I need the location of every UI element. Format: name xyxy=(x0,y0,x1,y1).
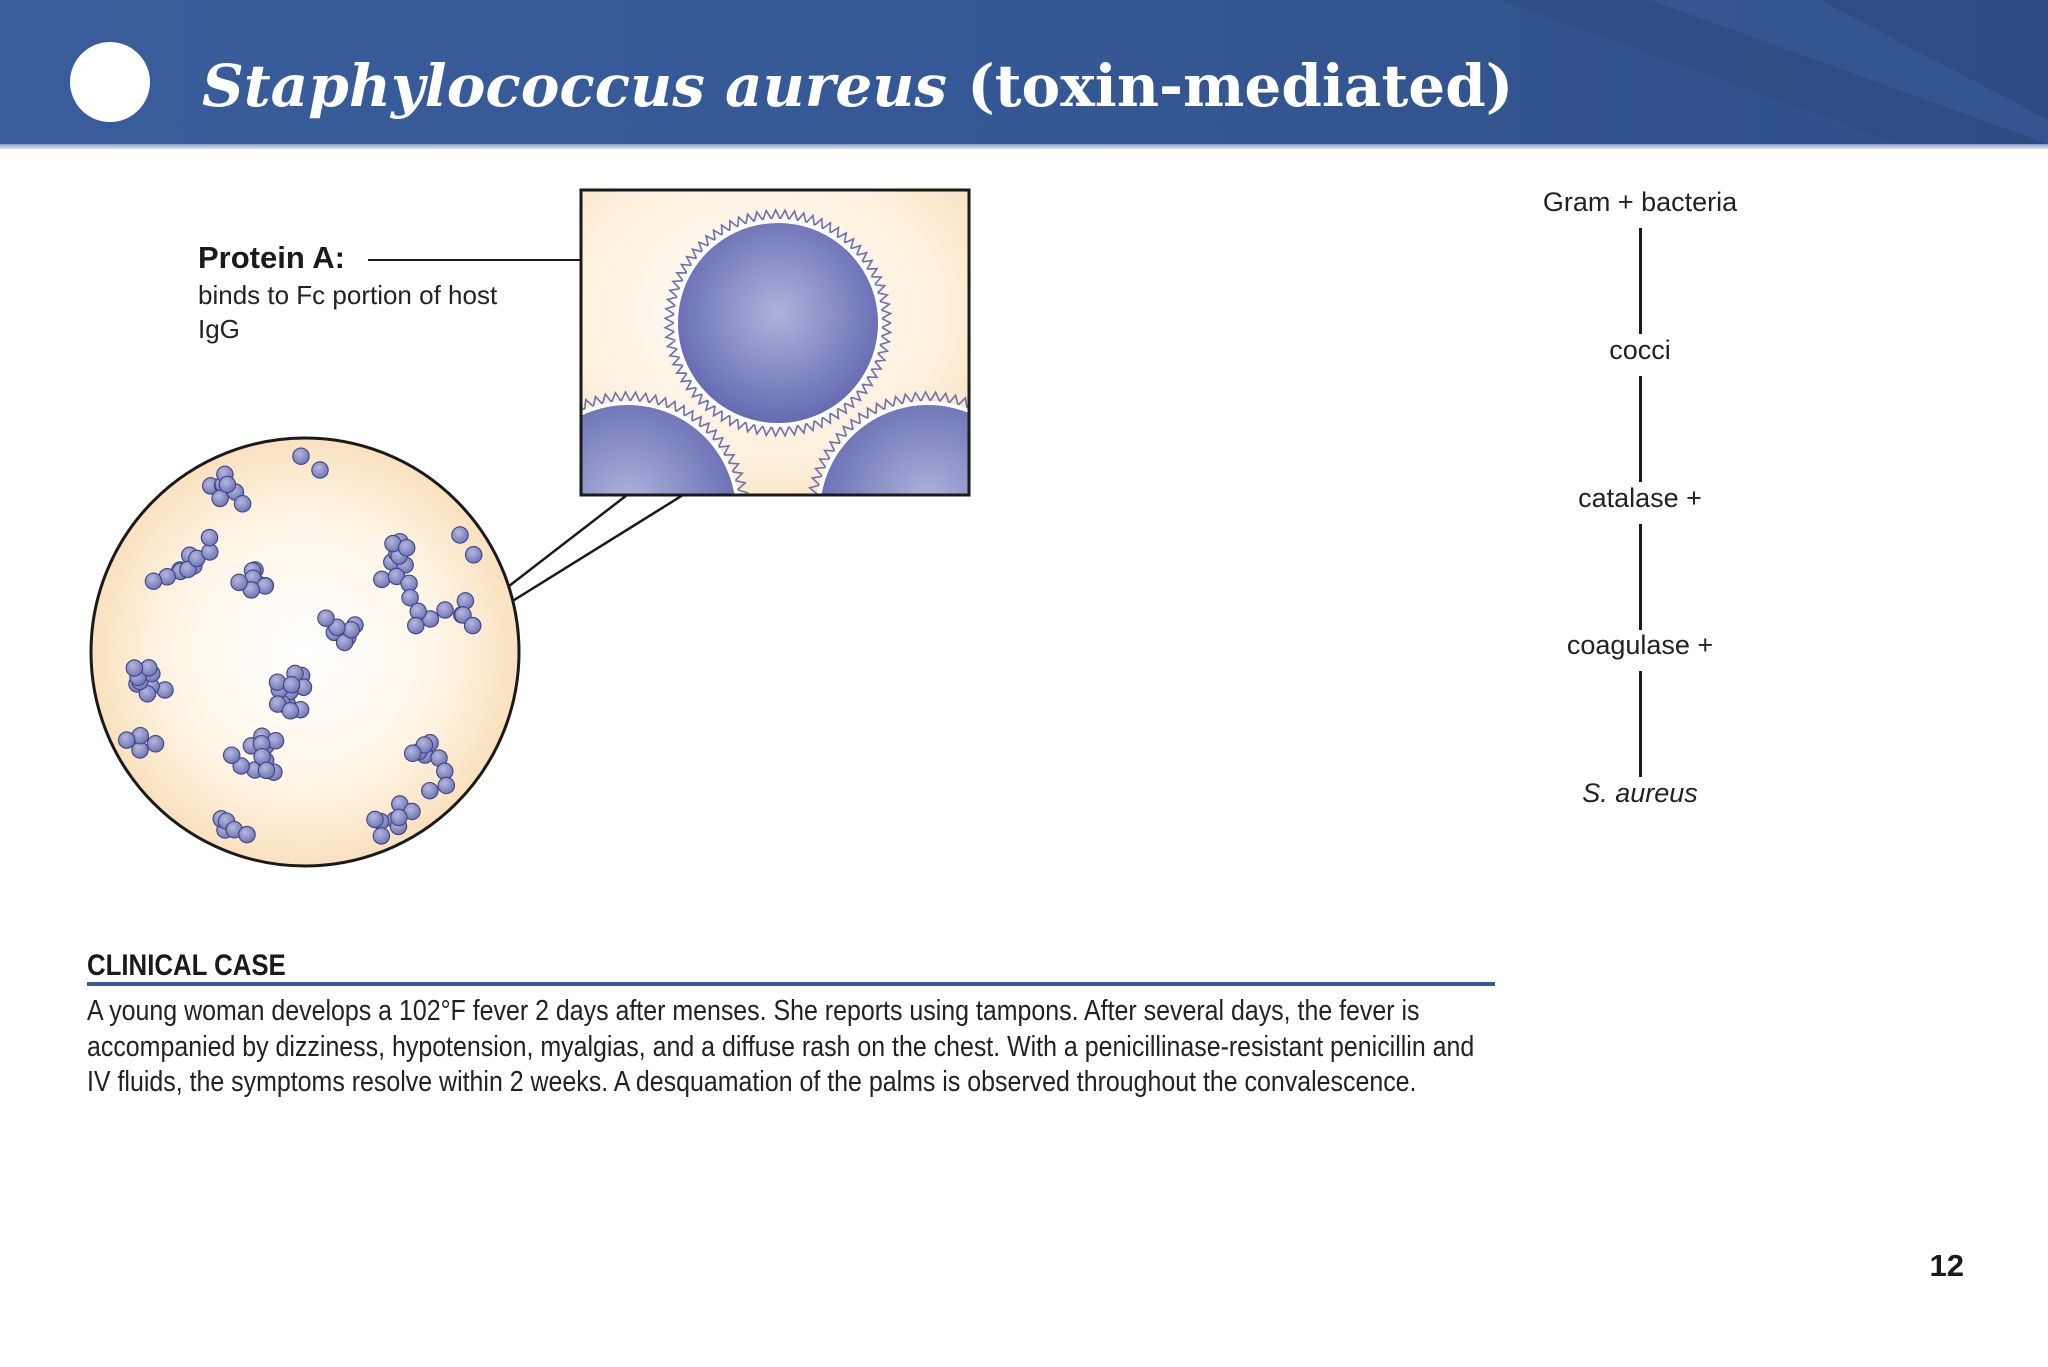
coccus xyxy=(409,602,427,621)
coccus xyxy=(233,495,252,513)
identification-flowchart: Gram + bacteria cocci catalase + coagula… xyxy=(1490,182,1790,822)
coccus xyxy=(144,572,163,590)
flow-step-gram: Gram + bacteria xyxy=(1542,187,1738,217)
cocci-cluster-icon xyxy=(89,436,521,868)
page-title-organism: Staphylococcus aureus xyxy=(202,52,948,120)
cocci-magnified-icon xyxy=(579,188,971,497)
header-banner: Staphylococcus aureus (toxin-mediated) xyxy=(0,0,2048,144)
coccus xyxy=(397,539,416,557)
coccus xyxy=(401,588,419,607)
coccus xyxy=(257,761,276,780)
coccus xyxy=(117,731,136,749)
coccus xyxy=(366,810,384,829)
coccus xyxy=(282,676,301,694)
magnified-cell xyxy=(581,390,750,495)
coccus xyxy=(437,776,456,795)
coccus xyxy=(281,702,300,720)
coccus xyxy=(211,489,229,508)
coccus xyxy=(463,616,482,635)
coccus xyxy=(266,732,285,750)
flow-connector xyxy=(1639,376,1642,482)
page-number: 12 xyxy=(1929,1248,1964,1283)
magnified-cell xyxy=(663,208,893,438)
flow-step-coagulase: coagulase + xyxy=(1566,630,1714,660)
flow-step-morphology: cocci xyxy=(1609,335,1671,365)
coccus xyxy=(403,744,422,763)
flow-connector xyxy=(1639,671,1642,777)
coccus xyxy=(373,570,391,589)
zoom-line-lower xyxy=(481,493,684,622)
coccus xyxy=(125,659,144,677)
flow-step-organism: S. aureus xyxy=(1582,778,1698,808)
flow-connector xyxy=(1639,524,1642,630)
coccus xyxy=(218,475,237,494)
coccus xyxy=(436,601,454,619)
coccus xyxy=(230,573,248,592)
magnified-cell xyxy=(807,390,969,495)
coccus xyxy=(268,673,287,691)
protein-a-title: Protein A: xyxy=(198,240,345,275)
coccus xyxy=(342,621,360,639)
page-title-qualifier: (toxin-mediated) xyxy=(947,52,1514,120)
coccus xyxy=(222,746,241,764)
page-title: Staphylococcus aureus (toxin-mediated) xyxy=(202,46,1513,126)
clinical-case-divider xyxy=(87,982,1495,986)
coccus xyxy=(200,528,219,547)
coccus xyxy=(146,735,165,753)
banner-decoration xyxy=(1500,0,2048,144)
clinical-case-heading: CLINICAL CASE xyxy=(87,949,286,982)
coccus xyxy=(292,447,310,465)
white-circle-icon xyxy=(70,42,150,122)
banner-underline xyxy=(0,144,2048,149)
coccus xyxy=(421,781,439,800)
coccus xyxy=(238,825,256,844)
coccus xyxy=(372,827,391,845)
flow-connector xyxy=(1639,228,1642,334)
coccus xyxy=(390,808,408,827)
coccus xyxy=(451,526,469,544)
protein-a-description: binds to Fc portion of host IgG xyxy=(198,280,498,344)
coccus xyxy=(317,609,335,627)
coccus xyxy=(311,461,329,479)
flow-step-catalase: catalase + xyxy=(1578,483,1702,513)
coccus xyxy=(464,546,483,564)
coccus xyxy=(407,616,425,635)
clinical-case-text: A young woman develops a 102°F fever 2 d… xyxy=(87,995,1475,1098)
